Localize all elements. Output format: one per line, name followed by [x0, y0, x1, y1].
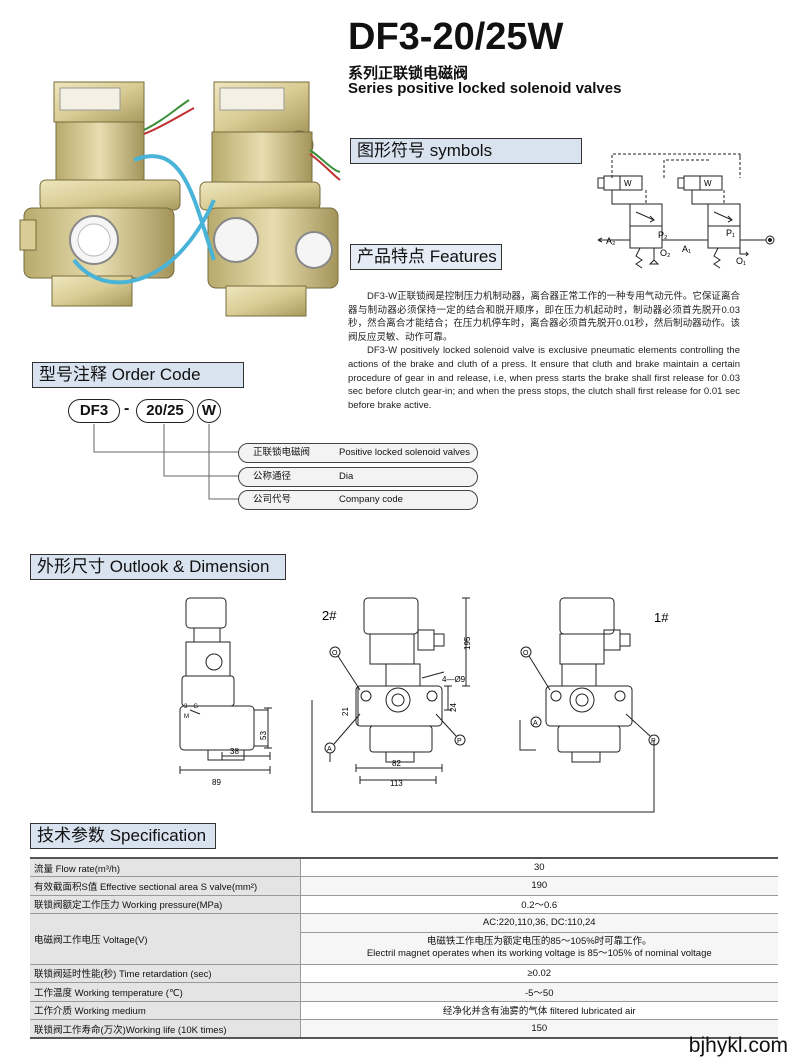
order-code-series: DF3	[68, 399, 120, 423]
spec-row: 联锁阀工作寿命(万次)Working life (10K times) 150	[30, 1019, 778, 1039]
spec-row: 有效截面积S值 Effective sectional area S valve…	[30, 876, 778, 896]
port-p-1: P	[651, 738, 656, 745]
port-a-1: A	[533, 720, 538, 727]
order-code-row-dia: 公称通径 Dia	[238, 467, 478, 487]
order-code-row-cn: 公司代号	[253, 494, 292, 505]
order-code-company: W	[197, 399, 221, 423]
spec-row: 电磁阀工作电压 Voltage(V) AC:220,110,36, DC:110…	[30, 913, 778, 965]
spec-row: 流量 Flow rate(m³/h) 30	[30, 857, 778, 877]
order-code-row-en: Dia	[339, 471, 354, 482]
spec-label: 联锁阀工作寿命(万次)Working life (10K times)	[30, 1019, 301, 1039]
symbol-a2: A₂	[606, 236, 616, 246]
order-code-leader-lines	[93, 424, 238, 500]
dim-113: 113	[390, 779, 403, 788]
title-chinese: 系列正联锁电磁阀	[348, 65, 469, 82]
symbol-w-left: W	[624, 179, 632, 188]
order-code-dash: -	[124, 400, 130, 417]
spec-row: 电磁铁工作电压为额定电压的85～105%时可靠工作。 Electril magn…	[30, 932, 778, 965]
symbols-header: 图形符号 symbols	[350, 138, 582, 164]
product-photo	[19, 81, 341, 317]
dim-53: 53	[259, 731, 268, 740]
spec-value: AC:220,110,36, DC:110,24	[300, 913, 778, 933]
dimension-header: 外形尺寸 Outlook & Dimension	[30, 554, 286, 580]
spec-value: -5～50	[300, 982, 778, 1002]
dim-21: 21	[341, 707, 350, 716]
symbol-o2: O₂	[660, 248, 671, 258]
symbol-p1: P₁	[726, 228, 735, 238]
dim-label-2: 2#	[322, 608, 337, 623]
dim-3g: 3—G	[184, 704, 198, 710]
spec-value-en: Electril magnet operates when its workin…	[366, 948, 712, 959]
spec-label: 有效截面积S值 Effective sectional area S valve…	[30, 876, 301, 896]
dim-label-1: 1#	[654, 610, 669, 625]
spec-value: 30	[300, 857, 778, 877]
spec-value: 0.2～0.6	[300, 895, 778, 914]
spec-label: 电磁阀工作电压 Voltage(V)	[30, 913, 301, 965]
order-code-diameter: 20/25	[136, 399, 194, 423]
dim-89: 89	[212, 778, 221, 787]
dim-195: 195	[463, 636, 472, 650]
spec-value: 经净化并含有油雾的气体 filtered lubricated air	[300, 1001, 778, 1020]
order-code-row-en: Company code	[339, 494, 403, 505]
spec-value: ≥0.02	[300, 964, 778, 983]
dim-82: 82	[392, 759, 401, 768]
order-code-row-cn: 正联锁电磁阀	[253, 447, 311, 458]
spec-label: 流量 Flow rate(m³/h)	[30, 857, 301, 877]
spec-row: 工作介质 Working medium 经净化并含有油雾的气体 filtered…	[30, 1001, 778, 1020]
title-english: Series positive locked solenoid valves	[348, 80, 622, 97]
spec-table: 流量 Flow rate(m³/h) 30 有效截面积S值 Effective …	[30, 857, 778, 1039]
order-code-row-valve: 正联锁电磁阀 Positive locked solenoid valves	[238, 443, 478, 463]
order-code-header: 型号注释 Order Code	[32, 362, 244, 388]
features-english: DF3-W positively locked solenoid valve i…	[348, 345, 740, 411]
symbol-p2: P₂	[658, 230, 668, 240]
dimension-drawings: 2# 1# 195 4—Ø9 21 24 82 113 53 38 89 O A…	[179, 597, 669, 813]
spec-value: 150	[300, 1019, 778, 1039]
spec-value: 190	[300, 876, 778, 896]
dim-m: M	[184, 714, 189, 720]
page-title: DF3-20/25W	[348, 16, 564, 58]
spec-value-multi: 电磁铁工作电压为额定电压的85～105%时可靠工作。 Electril magn…	[300, 932, 778, 965]
spec-label: 联锁阀延时性能(秒) Time retardation (sec)	[30, 964, 301, 983]
port-p-2: P	[457, 738, 462, 745]
watermark: bjhykl.com	[688, 1034, 788, 1057]
port-o-2: O	[332, 650, 338, 657]
spec-row: 联锁阀延时性能(秒) Time retardation (sec) ≥0.02	[30, 964, 778, 983]
features-header: 产品特点 Features	[350, 244, 502, 270]
spec-label: 工作温度 Working temperature (℃)	[30, 982, 301, 1002]
spec-row: 工作温度 Working temperature (℃) -5～50	[30, 982, 778, 1002]
dim-4phi9: 4—Ø9	[442, 675, 466, 684]
symbol-o1: O₁	[736, 256, 746, 266]
port-a-2: A	[327, 746, 332, 753]
port-o-1: O	[523, 650, 529, 657]
features-chinese: DF3-W正联锁阀是控制压力机制动器，离合器正常工作的一种专用气动元件。它保证离…	[348, 291, 740, 343]
dim-24: 24	[449, 703, 458, 712]
pneumatic-symbol-diagram: W W A₂ P₂ O₂ A₁ P₁ O₁	[597, 153, 775, 269]
symbol-w-right: W	[704, 179, 712, 188]
spec-label: 工作介质 Working medium	[30, 1001, 301, 1020]
spec-row: 联锁阀额定工作压力 Working pressure(MPa) 0.2～0.6	[30, 895, 778, 914]
spec-value-cn: 电磁铁工作电压为额定电压的85～105%时可靠工作。	[426, 936, 652, 947]
features-text: DF3-W正联锁阀是控制压力机制动器，离合器正常工作的一种专用气动元件。它保证离…	[348, 290, 740, 412]
order-code-row-company: 公司代号 Company code	[238, 490, 478, 510]
symbol-a1: A₁	[682, 244, 691, 254]
spec-header: 技术参数 Specification	[30, 823, 216, 849]
order-code-row-en: Positive locked solenoid valves	[339, 447, 470, 458]
dim-38: 38	[230, 747, 239, 756]
spec-label: 联锁阀额定工作压力 Working pressure(MPa)	[30, 895, 301, 914]
order-code-row-cn: 公称通径	[253, 471, 292, 482]
